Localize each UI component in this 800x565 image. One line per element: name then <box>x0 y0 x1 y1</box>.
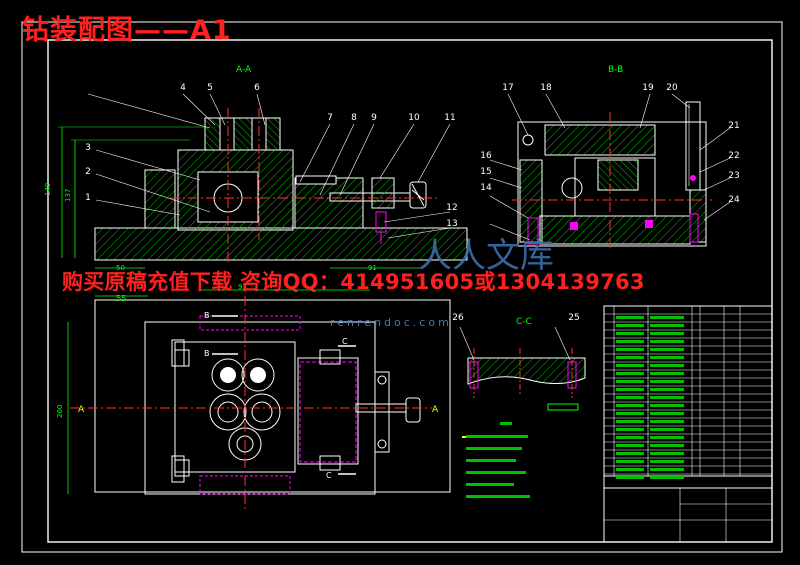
aa-balloon-5: 5 <box>207 83 213 93</box>
dim-92: 92 <box>238 283 247 291</box>
aa-balloon-6: 6 <box>254 83 260 93</box>
aa-balloon-4: 4 <box>180 83 186 93</box>
dim-55: 55 <box>116 294 126 303</box>
dim-91: 91 <box>368 264 377 272</box>
marker-b-bottom: B <box>204 349 210 358</box>
dim-200: 200 <box>56 405 64 418</box>
dim-137: 137 <box>64 189 72 202</box>
bb-balloon-19: 19 <box>642 83 654 93</box>
drawing-title: 钻装配图——A1 <box>22 15 232 46</box>
aa-balloon-13: 13 <box>446 219 457 229</box>
aa-balloon-9: 9 <box>371 113 377 123</box>
cc-balloon-26: 26 <box>452 313 464 323</box>
parts-list-table <box>603 305 773 543</box>
bb-balloon-16: 16 <box>480 151 492 161</box>
aa-balloon-10: 10 <box>408 113 420 123</box>
aa-balloon-8: 8 <box>351 113 357 123</box>
marker-c-bottom: C <box>326 471 332 480</box>
bb-balloon-23: 23 <box>728 171 739 181</box>
bb-balloon-15: 15 <box>480 167 491 177</box>
bb-balloon-17: 17 <box>502 83 513 93</box>
watermark-url: renrendoc.com <box>330 316 452 329</box>
bb-balloon-20: 20 <box>666 83 678 93</box>
aa-balloon-2: 2 <box>85 167 91 177</box>
dim-149: 149 <box>44 183 52 196</box>
section-cc-label: C-C <box>516 317 532 327</box>
outer-frame <box>21 21 783 553</box>
aa-balloon-12: 12 <box>446 203 457 213</box>
marker-a-left: A <box>78 405 85 415</box>
section-cc-view <box>459 326 586 411</box>
watermark-logo: 人人文库 <box>418 236 554 276</box>
bb-balloon-21: 21 <box>728 121 739 131</box>
aa-balloon-1: 1 <box>85 193 91 203</box>
bb-balloon-14: 14 <box>480 183 492 193</box>
dim-50: 50 <box>116 264 125 272</box>
section-bb-view <box>489 93 731 250</box>
aa-balloon-11: 11 <box>444 113 455 123</box>
bb-balloon-24: 24 <box>728 195 740 205</box>
cc-balloon-25: 25 <box>568 313 579 323</box>
aa-balloon-7: 7 <box>327 113 333 123</box>
section-bb-label: B-B <box>608 65 623 75</box>
top-view <box>67 289 451 512</box>
aa-balloon-3: 3 <box>85 143 91 153</box>
bb-balloon-18: 18 <box>540 83 552 93</box>
bb-balloon-22: 22 <box>728 151 739 161</box>
marker-b-top: B <box>204 311 210 320</box>
purchase-notice: 购买原稿充值下载 咨询QQ：414951605或1304139763 <box>62 270 645 294</box>
marker-a-right: A <box>432 405 439 415</box>
inner-frame <box>47 39 773 543</box>
section-aa-view <box>58 93 468 269</box>
technical-notes <box>462 422 530 498</box>
marker-c-top: C <box>342 337 348 346</box>
section-aa-label: A-A <box>236 65 252 75</box>
